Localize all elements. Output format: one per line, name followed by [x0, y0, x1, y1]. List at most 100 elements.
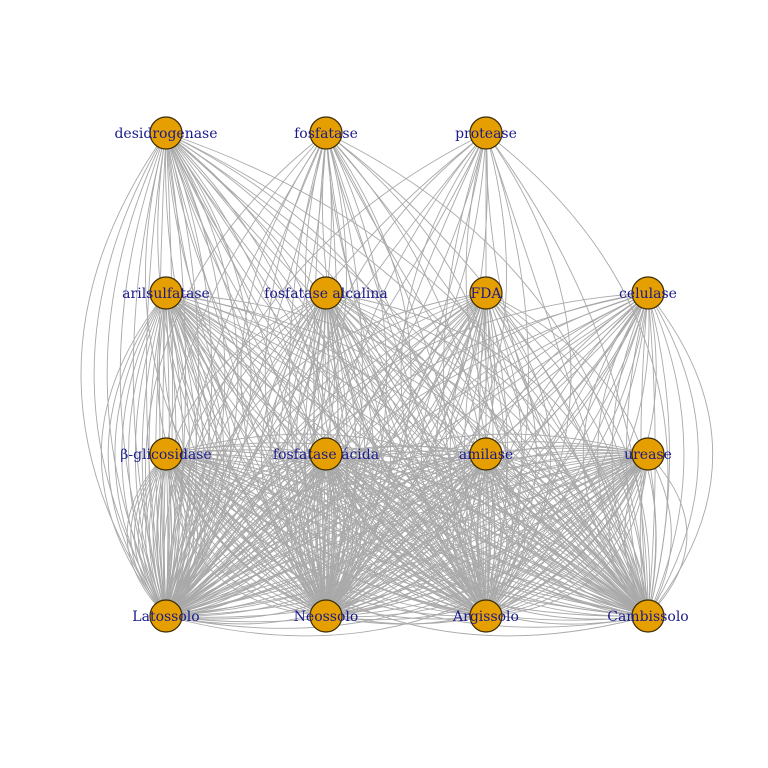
edge-urease-neossolo [325, 452, 649, 617]
edge-fosfatase-acida-argissolo [325, 453, 487, 617]
edge-urease-latossolo [165, 453, 649, 617]
edge-urease-argissolo [485, 453, 649, 617]
node-label-neossolo: Neossolo [294, 609, 359, 625]
edge-amilase-argissolo [485, 453, 526, 617]
node-label-fosfatase-acida: fosfatase ácida [273, 447, 379, 463]
node-circle-fosfatase-acida [309, 437, 343, 471]
node-fosfatase: fosfatase [294, 116, 358, 150]
edge-urease-neossolo [325, 445, 649, 617]
edge-urease-argissolo [485, 453, 649, 617]
edge-urease-cambissolo [647, 453, 672, 617]
edge-beta-glicosidase-latossolo [134, 453, 167, 617]
edge-celulase-latossolo [165, 292, 649, 617]
edge-fosfatase-acida-latossolo [165, 453, 327, 617]
node-arilsulfatase: arilsulfatase [122, 276, 210, 310]
node-fosfatase-alcalina: fosfatase alcalina [264, 276, 388, 310]
edge-beta-glicosidase-latossolo [148, 453, 167, 617]
node-fda: FDA [469, 276, 503, 310]
edge-amilase-argissolo [464, 453, 487, 617]
edge-fda-argissolo [485, 292, 537, 617]
edge-celulase-cambissolo [647, 292, 699, 617]
edge-fda-latossolo [165, 292, 487, 617]
edge-fosfatase-cambissolo [325, 132, 649, 617]
edge-amilase-argissolo [485, 453, 502, 617]
edge-amilase-cambissolo [485, 453, 649, 617]
edge-beta-glicosidase-latossolo [165, 453, 198, 617]
edge-amilase-latossolo [165, 453, 487, 620]
node-fosfatase-acida: fosfatase ácida [273, 437, 379, 471]
edge-urease-cambissolo [624, 453, 649, 617]
node-label-argissolo: Argissolo [452, 609, 519, 625]
node-protease: protease [455, 116, 517, 150]
edge-urease-argissolo [485, 453, 649, 617]
edge-beta-glicosidase-latossolo [156, 453, 167, 617]
edge-celulase-argissolo [485, 292, 649, 617]
edge-celulase-latossolo [165, 292, 649, 617]
node-label-urease: urease [624, 447, 672, 463]
edge-fosfatase-acida-argissolo [325, 453, 487, 617]
edge-urease-latossolo [165, 447, 649, 617]
edge-beta-glicosidase-neossolo [165, 453, 327, 617]
node-label-fda: FDA [470, 286, 502, 302]
edge-celulase-cambissolo [647, 292, 714, 617]
edge-desidrogenase-neossolo [165, 132, 335, 617]
edge-fosfatase-acida-argissolo [325, 453, 487, 617]
edge-urease-cambissolo [647, 453, 657, 617]
edge-fosfatase-latossolo [165, 132, 327, 617]
edge-beta-glicosidase-cambissolo [165, 453, 649, 617]
edge-celulase-neossolo [325, 292, 649, 617]
node-label-latossolo: Latossolo [132, 609, 199, 625]
edge-fda-neossolo [322, 292, 487, 617]
edge-fosfatase-alcalina-latossolo [156, 292, 327, 617]
edge-beta-glicosidase-latossolo [165, 453, 176, 617]
edge-amilase-neossolo [325, 453, 487, 617]
edge-urease-neossolo [325, 453, 649, 617]
edge-arilsulfatase-latossolo [165, 292, 191, 617]
edge-celulase-latossolo [165, 292, 649, 617]
edge-desidrogenase-argissolo [165, 132, 487, 617]
edge-urease-neossolo [325, 453, 649, 617]
node-circle-celulase [631, 276, 665, 310]
edge-fosfatase-acida-cambissolo [325, 453, 649, 620]
edge-celulase-cambissolo [647, 292, 685, 617]
edge-beta-glicosidase-cambissolo [165, 453, 649, 617]
edge-fosfatase-acida-cambissolo [325, 450, 649, 617]
edge-arilsulfatase-latossolo [141, 292, 167, 617]
edge-desidrogenase-neossolo [145, 132, 327, 617]
node-circle-urease [631, 437, 665, 471]
edge-urease-argissolo [485, 453, 649, 617]
edge-urease-neossolo [325, 453, 649, 617]
edge-fosfatase-latossolo [165, 132, 332, 617]
edge-amilase-cambissolo [485, 453, 649, 617]
edge-amilase-latossolo [165, 445, 487, 617]
edge-urease-argissolo [485, 453, 649, 617]
node-circle-fosfatase [309, 116, 343, 150]
edge-amilase-neossolo [325, 453, 487, 617]
edge-fda-latossolo [165, 292, 487, 617]
edge-arilsulfatase-latossolo [128, 292, 167, 617]
edge-urease-neossolo [325, 453, 649, 617]
edge-urease-latossolo [165, 453, 649, 623]
edge-fosfatase-acida-cambissolo [325, 453, 649, 625]
edge-urease-latossolo [165, 441, 649, 617]
edge-desidrogenase-cambissolo [165, 132, 649, 617]
edge-amilase-latossolo [165, 453, 487, 617]
node-label-protease: protease [455, 126, 517, 142]
edge-protease-neossolo [325, 132, 488, 617]
edge-beta-glicosidase-latossolo [165, 453, 202, 617]
edge-fosfatase-alcalina-argissolo [325, 292, 487, 617]
edge-celulase-argissolo [477, 292, 649, 617]
edge-fosfatase-acida-neossolo [315, 453, 327, 617]
edge-urease-neossolo [325, 449, 649, 617]
edge-fosfatase-acida-neossolo [298, 453, 327, 617]
edge-beta-glicosidase-latossolo [137, 453, 167, 617]
edge-arilsulfatase-cambissolo [165, 292, 649, 617]
edge-urease-latossolo [165, 453, 649, 617]
edge-urease-latossolo [165, 453, 649, 629]
edge-beta-glicosidase-latossolo [141, 453, 167, 617]
node-label-cambissolo: Cambissolo [607, 609, 688, 625]
edge-urease-argissolo [485, 453, 649, 617]
edge-amilase-cambissolo [485, 453, 649, 617]
edge-amilase-cambissolo [485, 453, 649, 617]
edge-urease-neossolo [325, 453, 649, 625]
